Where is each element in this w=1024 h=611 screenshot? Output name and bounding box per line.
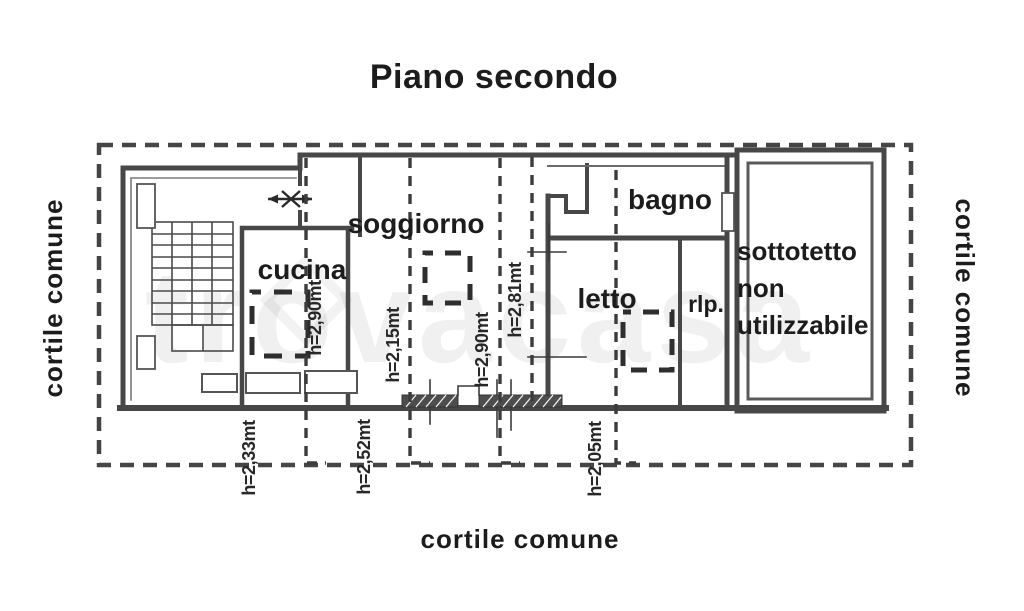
staircase (151, 221, 234, 352)
measure-label-cucina-height: h=2,90mt (305, 280, 325, 356)
building-walls (117, 147, 889, 438)
courtyard-label-bottom: cortile comune (421, 524, 620, 554)
watermark-text: trovacasa (145, 243, 815, 390)
sottotetto-outer-wall (734, 147, 887, 414)
room-label-sottotetto-line2: non (737, 273, 785, 303)
watermark: trovacasa (145, 243, 815, 390)
bagno-right-niche (721, 192, 735, 232)
window-sill-hatched-right (478, 394, 563, 408)
room-label-sottotetto-line1: sottotetto (737, 236, 857, 266)
courtyard-boundary (96, 142, 914, 468)
balcony-rail-1 (201, 373, 238, 393)
labels: Piano secondo cortile comune cortile com… (38, 58, 980, 554)
room-label-soggiorno: soggiorno (348, 208, 485, 239)
room-label-cucina: cucina (258, 254, 347, 285)
hall-inner-line (130, 177, 297, 401)
courtyard-label-right: cortile comune (950, 199, 980, 398)
room-label-rlp: rlp. (688, 291, 724, 317)
measure-line-e (614, 170, 636, 465)
window-left-lower (136, 335, 156, 370)
dashed-markers (249, 250, 675, 373)
section-ticks (429, 223, 587, 438)
measure-label-soggiorno-left: h=2,15mt (383, 307, 403, 383)
balcony-rail-3 (304, 370, 358, 394)
cucina-dashed-marker (249, 289, 311, 359)
measure-label-bedroom-wall: h=2,81mt (505, 262, 525, 338)
letto-dashed-marker (620, 309, 675, 373)
room-label-sottotetto-line3: utilizzabile (737, 310, 868, 340)
measure-label-below-left: h=2,33mt (239, 420, 259, 496)
soggiorno-dashed-marker (422, 250, 473, 306)
window-left-upper (136, 183, 156, 229)
measure-lines (304, 157, 636, 465)
measure-label-soggiorno-right: h=2,90mt (472, 312, 492, 388)
balcony-rail-2 (245, 372, 301, 394)
sottotetto-inner-wall (746, 161, 874, 401)
measure-label-below-center: h=2,52mt (354, 419, 374, 495)
room-label-bagno: bagno (628, 184, 712, 215)
stair-stringers (171, 222, 213, 325)
page-title: Piano secondo (370, 58, 618, 96)
measure-label-below-right: h=2,05mt (585, 421, 605, 497)
shaft-alcove-wall (546, 163, 589, 214)
room-label-letto: letto (577, 283, 636, 314)
courtyard-label-left: cortile comune (38, 199, 68, 398)
watermark-diamond-icon (259, 253, 353, 347)
